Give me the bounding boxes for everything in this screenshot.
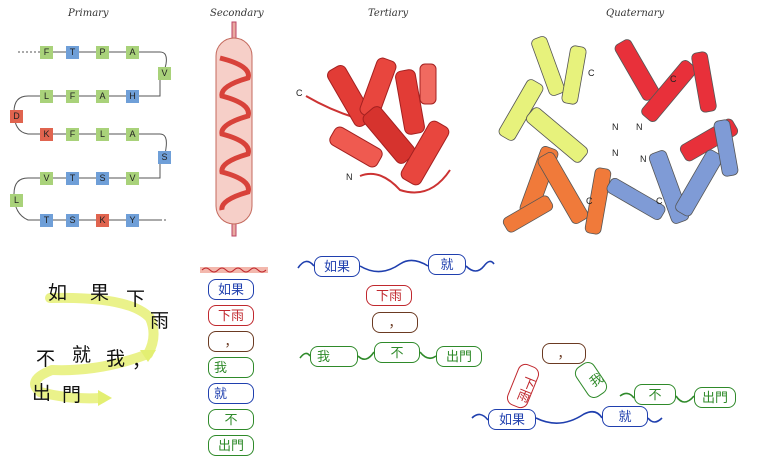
aa-box: K <box>40 128 53 141</box>
aa-box: L <box>10 194 23 207</box>
aa-box: V <box>158 67 171 80</box>
tree-box-jiu: 就 <box>602 406 648 427</box>
aa-box: K <box>96 214 109 227</box>
column-box-jiu: 就 <box>208 383 254 404</box>
column-box-ruguo: 如果 <box>208 279 254 300</box>
quat-label: C <box>586 196 593 206</box>
sentence-char: 我 <box>106 348 126 370</box>
column-box-chumen: 出門 <box>208 435 254 456</box>
aa-box: D <box>10 110 23 123</box>
column-box-wo: 我 <box>208 357 254 378</box>
flat-box-comma: ， <box>372 312 418 333</box>
tree-box-bu: 不 <box>634 384 676 405</box>
aa-box: P <box>96 46 109 59</box>
tree-box-comma: ， <box>542 343 586 364</box>
flat-box-chumen: 出門 <box>436 346 482 367</box>
flat-box-bu: 不 <box>374 342 420 363</box>
sentence-char: 雨 <box>150 310 170 332</box>
aa-box: A <box>126 128 139 141</box>
sentence-char: 不 <box>36 348 56 370</box>
aa-box: A <box>126 46 139 59</box>
tree-box-chumen: 出門 <box>694 387 736 408</box>
alpha-helix-cylinder <box>215 21 253 237</box>
sentence-char: 果 <box>90 282 110 304</box>
flat-box-wo: 我 <box>310 346 358 367</box>
aa-box: L <box>96 128 109 141</box>
aa-box: T <box>66 46 79 59</box>
quat-label: N <box>612 122 619 132</box>
aa-box: S <box>66 214 79 227</box>
aa-box: T <box>66 172 79 185</box>
quat-label: N <box>636 122 643 132</box>
header-primary: Primary <box>68 8 109 19</box>
aa-box: Y <box>126 214 139 227</box>
sentence-char: 如 <box>48 282 68 304</box>
quat-label: N <box>640 154 647 164</box>
aa-box: V <box>126 172 139 185</box>
aa-box: T <box>40 214 53 227</box>
column-box-bu: 不 <box>208 409 254 430</box>
aa-box: S <box>158 151 171 164</box>
header-quaternary: Quaternary <box>606 8 665 19</box>
sentence-char: 出 <box>32 382 52 404</box>
flat-box-jiu: 就 <box>428 254 466 275</box>
quat-label: N <box>612 148 619 158</box>
quat-label: C <box>588 68 595 78</box>
flat-box-xiayu: 下雨 <box>366 285 412 306</box>
quat-label: C <box>670 74 677 84</box>
tertiary-ribbon <box>305 57 451 194</box>
column-box-comma: ， <box>208 331 254 352</box>
aa-box: A <box>96 90 109 103</box>
reading-order-band <box>30 292 159 404</box>
tree-box-ruguo: 如果 <box>488 409 536 430</box>
aa-box: F <box>66 90 79 103</box>
column-box-xiayu: 下雨 <box>208 305 254 326</box>
aa-box: S <box>96 172 109 185</box>
aa-box: L <box>40 90 53 103</box>
sentence-char: 門 <box>62 384 82 406</box>
header-tertiary: Tertiary <box>368 8 409 19</box>
aa-box: H <box>126 90 139 103</box>
header-secondary: Secondary <box>210 8 264 19</box>
tertiary-c-label: C <box>296 88 303 98</box>
sentence-char: ， <box>132 350 152 372</box>
sentence-char: 就 <box>72 344 92 366</box>
tertiary-n-label: N <box>346 172 353 182</box>
quat-label: C <box>656 196 663 206</box>
aa-box: V <box>40 172 53 185</box>
aa-box: F <box>40 46 53 59</box>
sentence-char: 下 <box>126 288 146 310</box>
quaternary-ribbon <box>498 36 739 235</box>
flat-box-ruguo: 如果 <box>314 256 360 277</box>
aa-box: F <box>66 128 79 141</box>
